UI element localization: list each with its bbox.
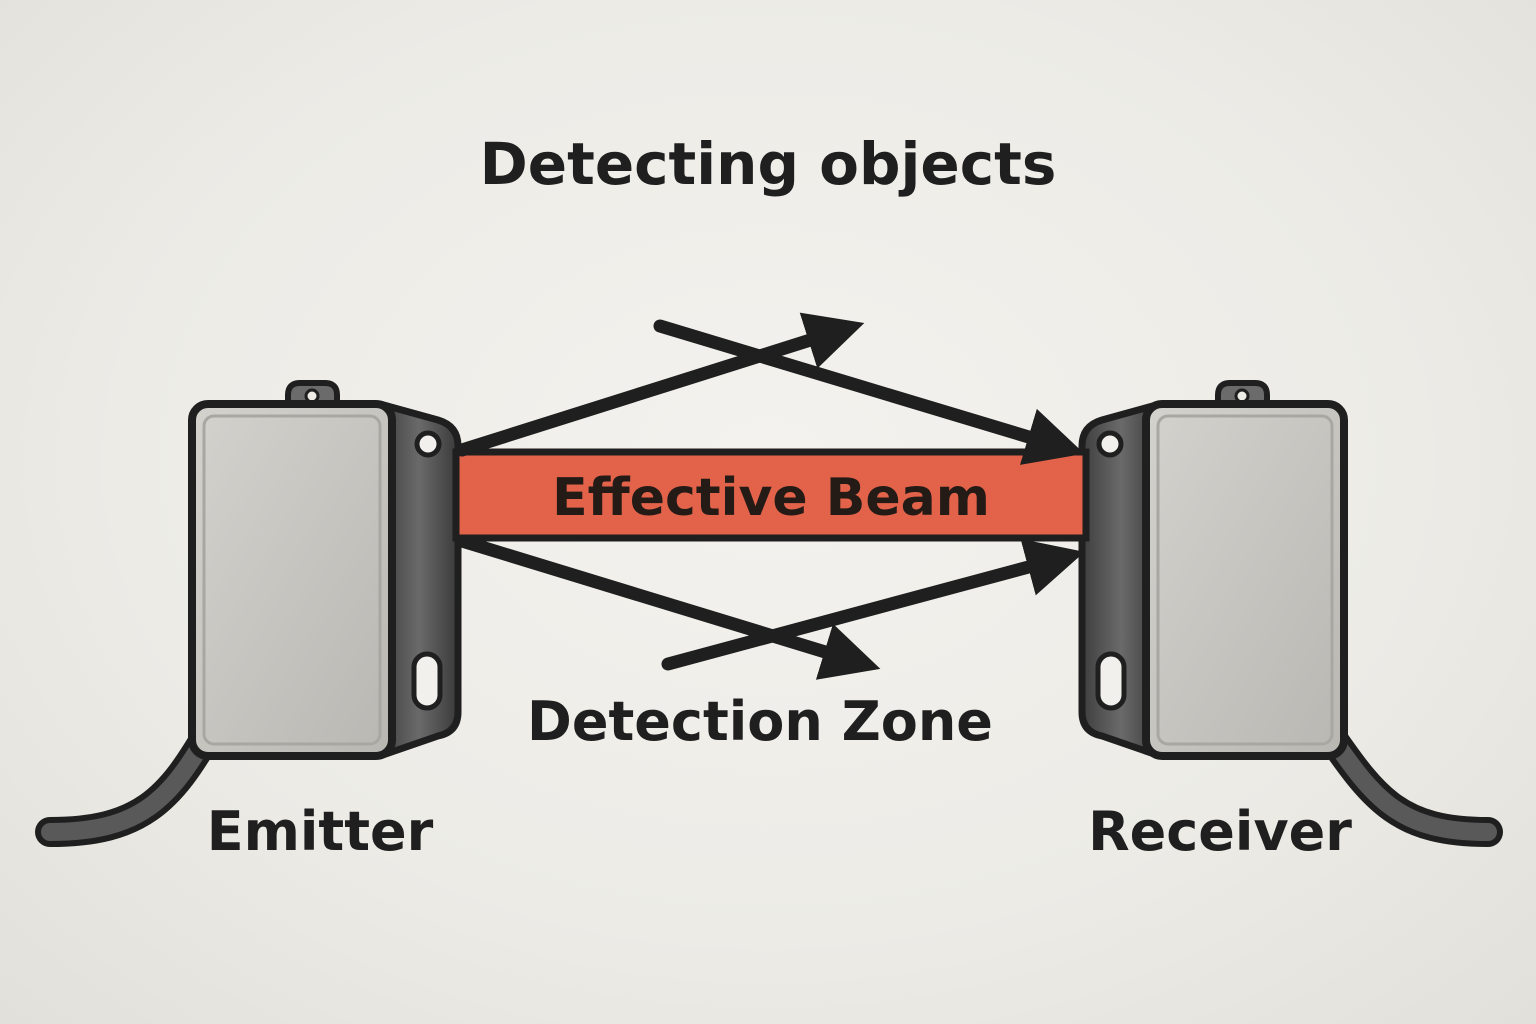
emitter-housing <box>188 400 396 760</box>
effective-beam-label: Effective Beam <box>552 468 990 528</box>
emitter-mount-hole-top <box>414 430 442 458</box>
receiver-mount-slot <box>1095 651 1127 711</box>
emitter-label: Emitter <box>206 800 434 863</box>
receiver-label: Receiver <box>1088 800 1352 863</box>
diagram-title: Detecting objects <box>479 130 1057 198</box>
emitter-mount-slot <box>411 651 443 711</box>
arrow-upper-converging <box>653 319 1085 465</box>
receiver-device <box>1078 380 1348 760</box>
receiver-housing <box>1142 400 1348 760</box>
detection-zone-label: Detection Zone <box>527 690 993 753</box>
emitter-device <box>188 380 462 760</box>
arrow-lower-diverging <box>455 534 881 680</box>
arrow-upper-diverging <box>455 312 865 457</box>
receiver-mount-hole-top <box>1096 430 1124 458</box>
effective-beam-band <box>452 448 1090 542</box>
arrow-lower-converging <box>661 538 1085 671</box>
